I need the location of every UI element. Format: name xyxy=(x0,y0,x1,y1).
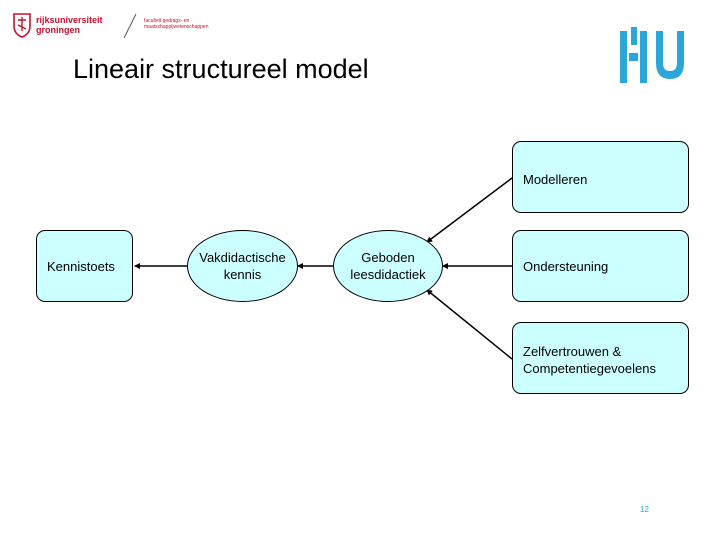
node-kennistoets-label: Kennistoets xyxy=(47,258,115,274)
node-geboden-leesdidactiek: Geboden leesdidactiek xyxy=(333,230,443,302)
node-vakdidactische-line2: kennis xyxy=(223,267,262,282)
node-geboden-line2: leesdidactiek xyxy=(350,267,426,282)
node-modelleren-label: Modelleren xyxy=(523,172,588,187)
arrow-zelfvertrouwen-to-geboden xyxy=(426,289,513,360)
rug-name: rijksuniversiteit groningen xyxy=(36,15,103,35)
node-ondersteuning: Ondersteuning xyxy=(512,230,689,302)
node-vakdidactische-line1: Vakdidactische xyxy=(199,250,286,265)
arrow-modelleren-to-geboden xyxy=(426,177,513,243)
node-geboden-line1: Geboden xyxy=(361,250,415,265)
rug-faculty-line2: maatschappijwetenschappen xyxy=(144,24,209,30)
slide-title: Lineair structureel model xyxy=(73,54,369,84)
rug-name-line1: rijksuniversiteit xyxy=(36,15,103,25)
node-zelfvertrouwen-line1: Zelfvertrouwen & xyxy=(523,344,622,359)
node-vakdidactische-kennis: Vakdidactische kennis xyxy=(187,230,298,302)
rug-faculty-line1: faculteit gedrags- en xyxy=(144,18,190,24)
page-number: 12 xyxy=(640,505,649,514)
node-zelfvertrouwen-line2: Competentiegevoelens xyxy=(523,361,656,376)
rug-slash-icon xyxy=(123,13,137,39)
node-kennistoets: Kennistoets xyxy=(36,230,133,302)
rug-logo: rijksuniversiteit groningen faculteit ge… xyxy=(12,12,209,40)
hu-logo-icon xyxy=(620,27,684,83)
rug-faculty: faculteit gedrags- en maatschappijwetens… xyxy=(144,18,209,30)
node-ondersteuning-label: Ondersteuning xyxy=(523,258,609,274)
rug-crest-icon xyxy=(13,13,31,38)
node-zelfvertrouwen: Zelfvertrouwen & Competentiegevoelens xyxy=(512,322,689,394)
rug-name-line2: groningen xyxy=(36,25,80,35)
node-modelleren: Modelleren xyxy=(512,141,689,213)
